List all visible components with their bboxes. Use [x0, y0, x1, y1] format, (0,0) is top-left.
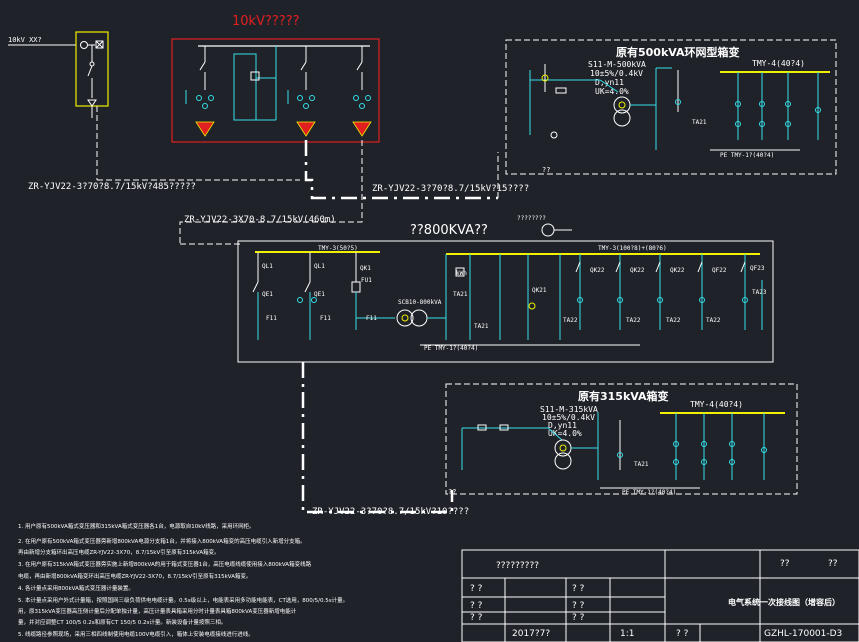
title-r3c1: ? ?	[470, 601, 483, 611]
title-r4c2: ? ?	[572, 613, 585, 623]
hv-cables: ZR-YJV22-3?70?8.7/15kV?15???? ZR-YJV22-3…	[179, 140, 529, 245]
sub315-ta-label: TA21	[634, 461, 649, 468]
substation-315kva: 原有315kVA箱变 S11-M-315kVA 10±5%/0.4kV D,yn…	[301, 383, 798, 517]
notes: 1. 用户原有500kVA箱式变压器和315kVA箱式变压器各1台，电源取自10…	[18, 522, 348, 638]
title-r3c2: ? ?	[572, 601, 585, 611]
ct-label-4: TA22	[666, 317, 681, 324]
switch-label-3: FU1	[361, 277, 372, 284]
switch-label-4: F11	[266, 315, 277, 322]
sub315-spec-3: D,yn11	[548, 421, 577, 430]
main800-ta-1: TA21	[453, 291, 468, 298]
breaker-label-2: QL1	[314, 263, 325, 270]
note-10: 5. 线缆路径参照现场，采用三相四线制使用电缆100V电缆引入，箱体上安装电缆接…	[18, 630, 254, 638]
substation-800kva: ??800KVA?? ???????? TMY-3(50?5) TMY-3(10…	[237, 215, 774, 392]
sub315-pe-label: PE TMY-1?(40?4)	[622, 489, 676, 496]
note-1: 1. 用户原有500kVA箱式变压器和315kVA箱式变压器各1台，电源取自10…	[18, 522, 255, 530]
note-6: 4. 各计量点采用800kVA箱式变压器计量装置。	[18, 584, 134, 592]
source-label: 10kV XX?	[8, 36, 42, 44]
main800-bus-right: TMY-3(100?8)+(80?6)	[598, 245, 667, 252]
title-block: ????????? ?? ?? ? ? ? ? ? ? ? ? ? ? ? ? …	[461, 549, 859, 642]
note-7: 5. 本计量点采用户外式计量箱，按照国网三级负荷供电电缆计量。0.5s级以上，电…	[18, 596, 348, 604]
title-date: 2017?7?	[512, 629, 550, 639]
title-company: ?????????	[496, 561, 539, 571]
sub500-spec-3: D,yn11	[595, 78, 624, 87]
title-r4c1: ? ?	[470, 613, 483, 623]
ct-label-1: TA21	[474, 323, 489, 330]
switch-label-2: QE1	[314, 291, 325, 298]
note-9: 量，并对应调整CT 100/5 0.2s和原有CT 150/5 0.2s计量。新…	[18, 618, 226, 626]
cable-label-right: ZR-YJV22-3?70?8.7/15kV?15????	[372, 184, 529, 194]
ct-label-3: TA22	[626, 317, 641, 324]
main800-note: ????????	[517, 215, 546, 222]
note-3: 再由新增分支箱环出高压电缆ZR-YJV22-3X70，8.7/15kV引至原有3…	[18, 548, 220, 556]
main800-pe-label: PE TMY-1?(40?4)	[424, 345, 478, 352]
cable-label-mid: ZR-YJV22-3X70-8.7/15kV(460m)	[184, 215, 336, 225]
sub315-spec-4: UK=4.0%	[548, 429, 582, 438]
hv-room-title: 10kV?????	[232, 14, 299, 29]
breaker-label-3: QK1	[360, 265, 371, 272]
breaker-label-8: QF22	[712, 267, 727, 274]
ct-label-6: TA23	[752, 289, 767, 296]
title-drawing-no: GZHL-170001-D3	[764, 629, 842, 639]
breaker-label-9: QF23	[750, 265, 765, 272]
note-2: 2. 在用户原有500kVA箱式变压器旁新增800kVA电源分支箱1台，并将接入…	[18, 537, 306, 545]
note-4: 3. 在用户原有315kVA箱式变压器旁实施上新增800kVA的用于箱式变压器1…	[18, 560, 312, 568]
sub315-cable-label: ZR-YJV22-3?70?8.7/15kV?10????	[312, 507, 469, 517]
ct-label-2: TA22	[563, 317, 578, 324]
title-r2c1: ? ?	[470, 584, 483, 594]
hv-room: 10kV?????	[171, 14, 380, 143]
breaker-label-7: QK22	[670, 267, 685, 274]
incoming-source: 10kV XX? ZR-YJV22-3?70?8.7/15kV?485?????	[8, 31, 300, 192]
sub500-ta-label: TA21	[692, 119, 707, 126]
title-r1c3: ??	[828, 559, 838, 569]
sub500-qq: ??	[542, 166, 550, 174]
title-scale: 1:1	[620, 629, 634, 639]
meter-label: kWh	[456, 270, 467, 277]
substation-500kva: 原有500kVA环网型箱变 S11-M-500kVA 10±5%/0.4kV D…	[505, 39, 837, 175]
breaker-label-6: QK22	[630, 267, 645, 274]
breaker-label-1: QL1	[262, 263, 273, 270]
sub315-spec-1: S11-M-315kVA	[540, 405, 598, 414]
sub315-busbar-label: TMY-4(40?4)	[690, 400, 743, 409]
note-5: 电缆，再由新增800kVA箱变环出高压电缆ZR-YJV22-3X70，8.7/1…	[18, 572, 251, 580]
main800-title: ??800KVA??	[410, 223, 488, 238]
title-drawing-title: 电气系统一次接线图（增容后）	[728, 597, 840, 607]
sub500-spec-4: UK=4.0%	[595, 87, 629, 96]
switch-label-5: F11	[320, 315, 331, 322]
breaker-label-4: QK21	[532, 287, 547, 294]
switch-label-6: F11	[366, 315, 377, 322]
cable-label-top-left: ZR-YJV22-3?70?8.7/15kV?485?????	[28, 182, 196, 192]
title-drawing-no-label: ? ?	[676, 629, 689, 639]
switch-label-1: QE1	[262, 291, 273, 298]
sub500-spec-2: 10±5%/0.4kV	[590, 69, 643, 78]
main800-bus-left: TMY-3(50?5)	[318, 245, 358, 252]
ct-label-5: TA22	[706, 317, 721, 324]
title-r1c2: ??	[780, 559, 790, 569]
title-r2c2: ? ?	[572, 584, 585, 594]
sub500-busbar-label: TMY-4(40?4)	[752, 59, 805, 68]
breaker-label-5: QK22	[590, 267, 605, 274]
main800-transformer: SCB10-800kVA	[398, 299, 442, 306]
sub500-spec-1: S11-M-500kVA	[588, 60, 646, 69]
sub500-title: 原有500kVA环网型箱变	[616, 45, 740, 59]
note-8: 用，原315kVA变压器高压侧计量后分配单独计量，高压计量表具箱采用分时计量表具…	[18, 607, 297, 615]
sub315-spec-2: 10±5%/0.4kV	[542, 413, 595, 422]
sub315-title: 原有315kVA箱变	[578, 389, 669, 403]
sub500-pe-label: PE TMY-1?(40?4)	[720, 152, 774, 159]
